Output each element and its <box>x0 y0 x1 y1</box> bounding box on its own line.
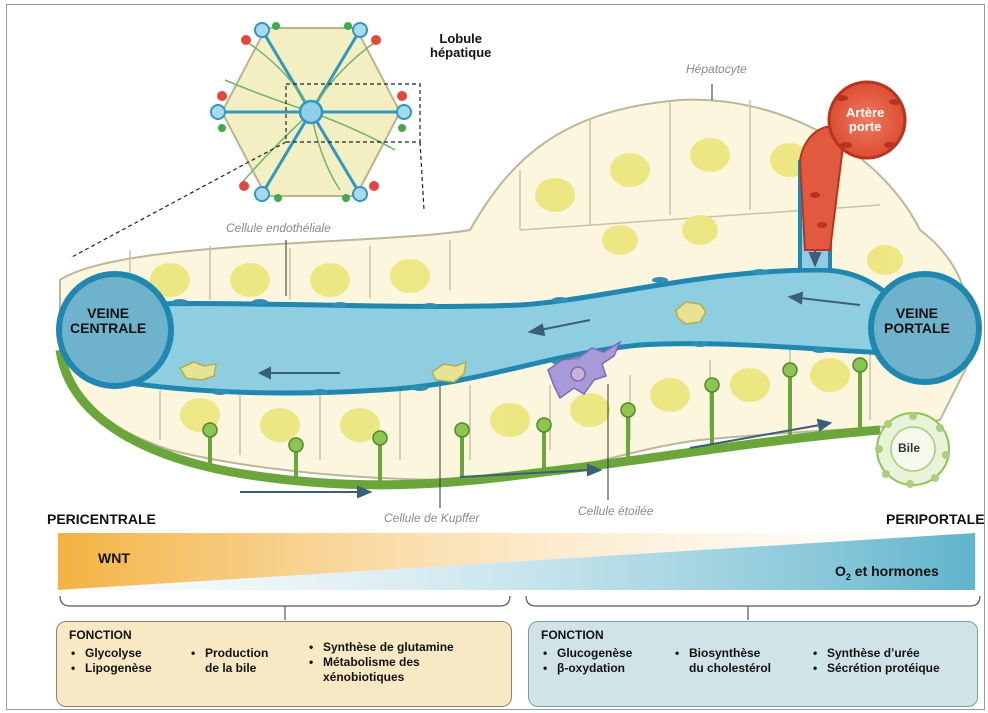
periportal-function-title: FONCTION <box>541 628 604 642</box>
bile-label: Bile <box>898 442 920 455</box>
stellate-label: Cellule étoilée <box>578 505 653 518</box>
periportal-function-box: FONCTION •Glucogenèse •β-oxydation •Bios… <box>528 621 978 707</box>
wnt-label: WNT <box>98 551 130 566</box>
endothelial-label: Cellule endothéliale <box>226 222 331 235</box>
pericentral-function-box: FONCTION •Glycolyse •Lipogenèse •Product… <box>56 621 512 707</box>
kupffer-label: Cellule de Kupffer <box>384 512 479 525</box>
pericentral-col-3: •Synthèse de glutamine •Métabolisme des … <box>309 640 454 685</box>
periportal-col-1: •Glucogenèse •β-oxydation <box>543 646 632 676</box>
periportal-col-2: •Biosynthèse du cholestérol <box>675 646 771 676</box>
hepatocyte-label: Hépatocyte <box>686 63 747 76</box>
pericentral-function-title: FONCTION <box>69 628 132 642</box>
pericentral-col-1: •Glycolyse •Lipogenèse <box>71 646 152 676</box>
zone-brackets <box>60 596 980 620</box>
pericentral-label: PERICENTRALE <box>47 512 156 527</box>
periportal-col-3: •Synthèse d’urée •Sécrétion protéique <box>813 646 940 676</box>
pericentral-col-2: •Production de la bile <box>191 646 268 676</box>
o2-hormones-label: O2 et hormones <box>835 564 939 583</box>
periportal-label: PERIPORTALE <box>886 512 985 527</box>
